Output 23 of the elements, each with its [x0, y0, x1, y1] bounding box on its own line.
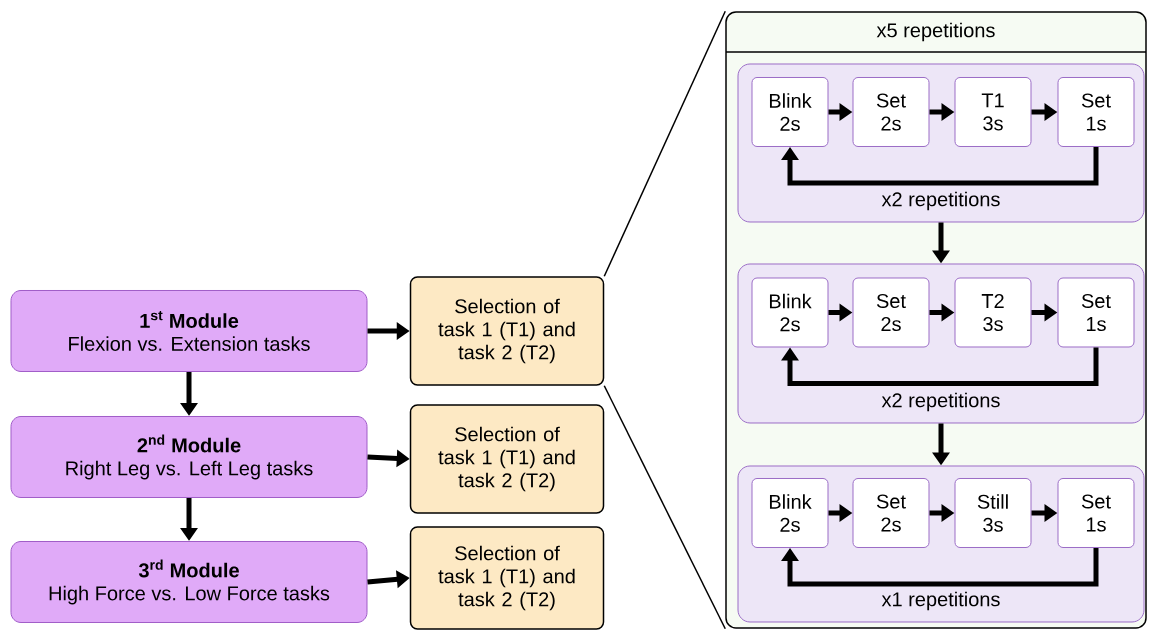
module-box: 2$^{nd}$ Module Right Leg vs. Left Leg tasks [10, 416, 368, 498]
step-box: Still 3s [954, 478, 1032, 548]
selection-box: Selection of task 1 (T1) and task 2 (T2) [409, 526, 605, 630]
step-box: Set 1s [1057, 77, 1135, 147]
module-box: 3$^{rd}$ Module High Force vs. Low Force tasks [10, 541, 368, 623]
step-box: Blink 2s [751, 277, 829, 348]
step-box: Blink 2s [751, 77, 829, 147]
loop-arrow [781, 147, 1099, 186]
loop-arrow [781, 347, 1099, 386]
selection-box: Selection of task 1 (T1) and task 2 (T2) [409, 276, 605, 386]
step-box: Set 1s [1057, 478, 1135, 548]
step-box: Set 2s [852, 277, 930, 348]
step-box: Set 2s [852, 77, 930, 147]
step-box: Set 1s [1057, 277, 1135, 348]
zoom-line [603, 10, 726, 277]
module-box: 1$^{st}$ Module Flexion vs. Extension tasks [10, 290, 368, 372]
zoom-line [603, 385, 726, 630]
selection-box: Selection of task 1 (T1) and task 2 (T2) [409, 404, 605, 514]
loop-arrow [781, 548, 1099, 587]
step-box: Set 2s [852, 478, 930, 548]
step-box: T1 3s [954, 77, 1032, 147]
step-box: Blink 2s [751, 478, 829, 548]
step-box: T2 3s [954, 277, 1032, 348]
